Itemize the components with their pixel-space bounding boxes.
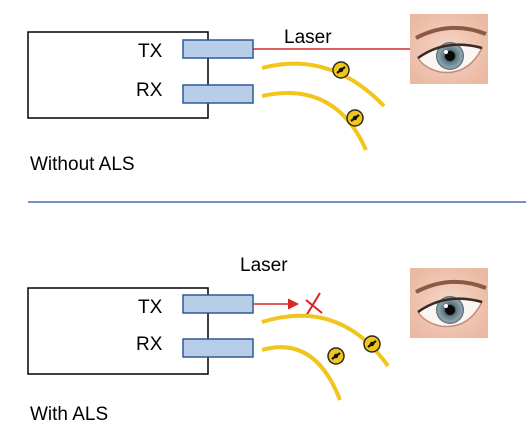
tx-port bbox=[182, 39, 254, 59]
transceiver-box bbox=[27, 287, 209, 375]
rx-port bbox=[182, 84, 254, 104]
fiber-connector-icon bbox=[331, 60, 351, 80]
fiber-tx bbox=[261, 61, 386, 108]
fiber-connector-icon bbox=[362, 334, 382, 354]
panel-caption: Without ALS bbox=[30, 154, 135, 175]
tx-port bbox=[182, 294, 254, 314]
transceiver-box bbox=[27, 31, 209, 119]
panel-with-als: Laser TX RX With ALS bbox=[27, 255, 490, 425]
laser-label: Laser bbox=[284, 27, 332, 48]
fiber-rx bbox=[261, 91, 368, 151]
rx-label: RX bbox=[136, 334, 163, 355]
blocked-cross-icon bbox=[305, 292, 323, 317]
eye-icon bbox=[408, 266, 490, 340]
panel-caption: With ALS bbox=[30, 404, 108, 425]
tx-label: TX bbox=[138, 41, 163, 62]
eye-icon bbox=[408, 12, 490, 86]
tx-label: TX bbox=[138, 297, 163, 318]
fiber-connector-icon bbox=[326, 346, 346, 366]
rx-port bbox=[182, 338, 254, 358]
panel-without-als: TX RX Laser Without ALS bbox=[27, 12, 490, 175]
fiber-tx bbox=[261, 313, 390, 368]
fiber-connector-icon bbox=[345, 108, 365, 128]
fiber-rx bbox=[261, 345, 342, 401]
rx-label: RX bbox=[136, 80, 163, 101]
laser-label: Laser bbox=[240, 255, 288, 276]
